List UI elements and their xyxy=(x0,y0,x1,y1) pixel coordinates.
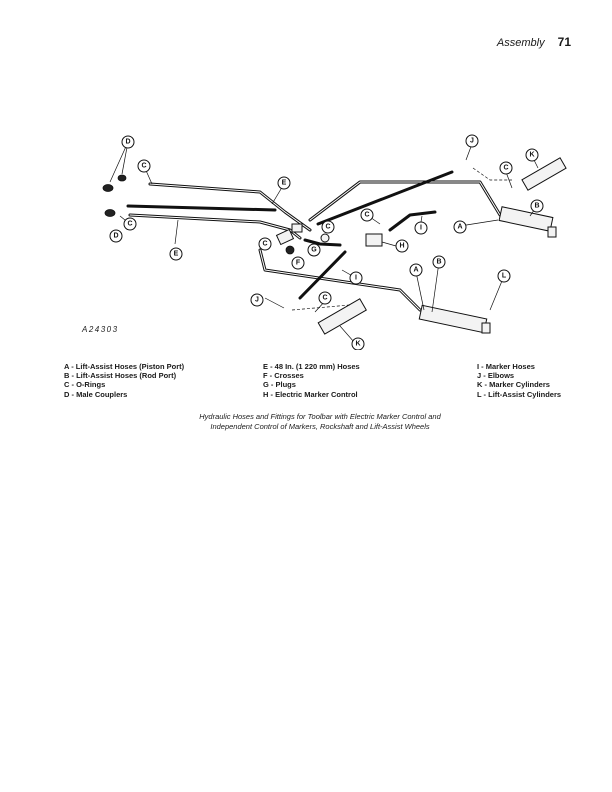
callout-f: F xyxy=(291,256,305,270)
callout-label: K xyxy=(529,152,534,159)
fittings xyxy=(275,223,383,255)
hoses-e xyxy=(126,182,312,240)
legend-item: A - Lift-Assist Hoses (Piston Port) xyxy=(64,362,185,371)
callout-j-lower: J xyxy=(250,293,264,307)
callout-label: E xyxy=(282,180,287,187)
hydraulic-diagram-svg: D C E C D E J C xyxy=(102,134,567,350)
callout-label: A xyxy=(413,267,418,274)
callout-d-top: D xyxy=(121,135,135,149)
callout-label: D xyxy=(125,139,130,146)
page-header: Assembly 71 xyxy=(497,35,571,49)
callout-i-lower: I xyxy=(349,271,363,285)
legend-item: B - Lift-Assist Hoses (Rod Port) xyxy=(64,371,177,381)
marker-cylinder-lower xyxy=(291,298,367,335)
callout-label: L xyxy=(502,273,507,280)
callout-l: L xyxy=(497,269,511,283)
section-title: Assembly xyxy=(496,37,545,49)
legend-column-1: A - Lift-Assist Hoses (Piston Port) B - … xyxy=(64,362,184,399)
callout-b-right: B xyxy=(530,199,544,213)
callout-a-lower: A xyxy=(409,263,423,277)
callout-label: A xyxy=(457,224,462,231)
legend-item: C - O-Rings xyxy=(64,380,106,390)
callout-j-top: J xyxy=(465,134,479,148)
callout-label: J xyxy=(470,138,474,145)
callout-g: G xyxy=(307,243,321,257)
lift-assist-cylinder-upper xyxy=(498,206,557,238)
callout-label: F xyxy=(296,260,301,267)
hoses-a-b xyxy=(258,180,502,312)
caption-line-2: Independent Control of Markers, Rockshaf… xyxy=(210,421,430,431)
callout-c-left: C xyxy=(123,217,137,231)
callout-label: C xyxy=(325,224,330,231)
callout-label: H xyxy=(399,243,404,250)
callout-label: I xyxy=(420,225,422,232)
callout-label: B xyxy=(436,259,441,266)
hydraulic-diagram: D C E C D E J C xyxy=(60,120,580,350)
legend-item: J - Elbows xyxy=(477,371,515,381)
callout-label: C xyxy=(503,165,508,172)
legend-item: G - Plugs xyxy=(263,380,296,390)
callout-label: C xyxy=(127,221,132,228)
hoses-i xyxy=(298,170,454,300)
legend-item: L - Lift-Assist Cylinders xyxy=(477,389,562,399)
callout-label: C xyxy=(322,295,327,302)
callout-e-bottom: E xyxy=(169,247,183,261)
callout-label: K xyxy=(355,341,360,348)
callout-k-top: K xyxy=(525,148,539,162)
legend-column-2: E - 48 In. (1 220 mm) Hoses F - Crosses … xyxy=(263,362,360,399)
caption-line-1: Hydraulic Hoses and Fittings for Toolbar… xyxy=(199,412,441,421)
callout-h: H xyxy=(395,239,409,253)
callout-label: G xyxy=(311,247,317,254)
callout-k-lower: K xyxy=(351,337,365,350)
legend-item: D - Male Couplers xyxy=(64,389,128,399)
callout-i-center: I xyxy=(414,221,428,235)
callout-c-lower: C xyxy=(318,291,332,305)
callout-b-lower: B xyxy=(432,255,446,269)
legend-item: F - Crosses xyxy=(263,371,304,381)
callout-e-top: E xyxy=(277,176,291,190)
callout-c-top: C xyxy=(137,159,151,173)
male-couplers xyxy=(102,174,127,217)
callout-c-manifold: C xyxy=(258,237,272,251)
callout-a-right: A xyxy=(453,220,467,234)
callout-label: B xyxy=(534,203,539,210)
marker-cylinder-upper xyxy=(472,157,567,191)
callout-c-manifold-2: C xyxy=(321,220,335,234)
legend-item: K - Marker Cylinders xyxy=(477,380,550,390)
callout-c-right: C xyxy=(499,161,513,175)
page-number: 71 xyxy=(557,35,571,49)
callout-label: I xyxy=(355,275,357,282)
legend-item: H - Electric Marker Control xyxy=(263,389,358,399)
callout-label: C xyxy=(141,163,146,170)
callout-label: C xyxy=(262,241,267,248)
callout-label: J xyxy=(255,297,259,304)
legend-item: E - 48 In. (1 220 mm) Hoses xyxy=(263,362,360,371)
callout-label: E xyxy=(174,251,179,258)
figure-code: A24303 xyxy=(82,325,119,334)
callout-c-center: C xyxy=(360,208,374,222)
callout-d-left: D xyxy=(109,229,123,243)
figure-caption: Hydraulic Hoses and Fittings for Toolbar… xyxy=(60,412,580,431)
legend-column-3: I - Marker Hoses J - Elbows K - Marker C… xyxy=(477,362,561,399)
legend-item: I - Marker Hoses xyxy=(477,362,535,371)
callout-label: C xyxy=(364,212,369,219)
callout-label: D xyxy=(113,233,118,240)
lift-assist-cylinder-lower xyxy=(418,304,491,334)
